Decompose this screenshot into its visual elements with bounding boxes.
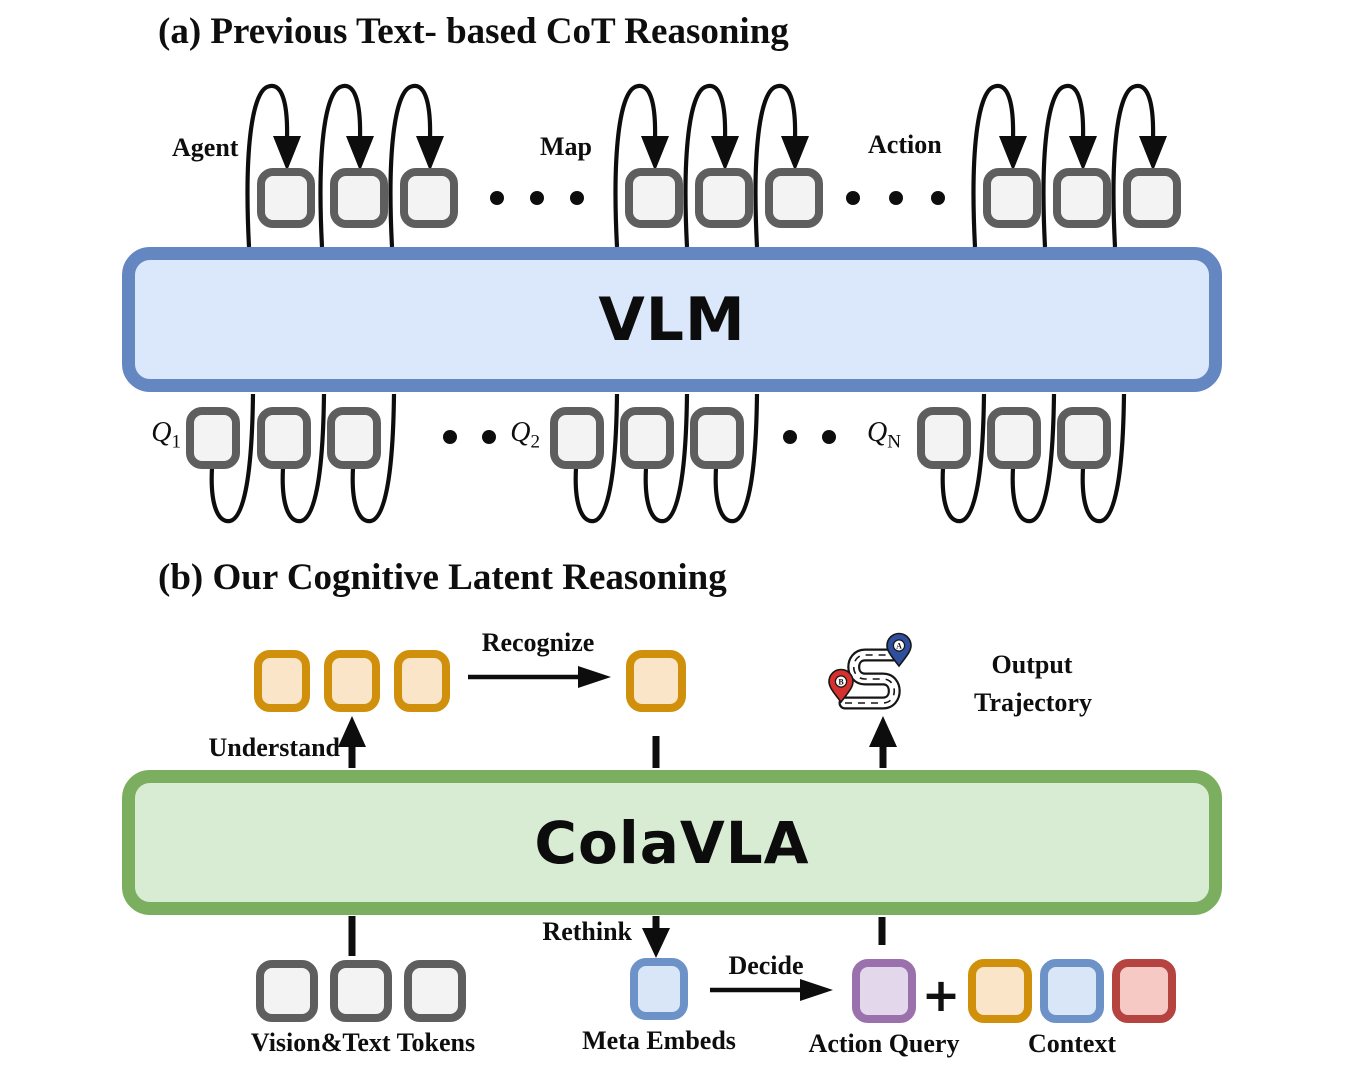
understand-arrow [338,716,366,768]
token-box [257,168,315,228]
meta-embeds-box [630,958,688,1020]
token-box [620,407,674,469]
token-box [330,168,388,228]
recognize-label: Recognize [481,628,595,657]
trajectory-route-icon: A B [828,632,912,710]
colavla-box: ColaVLA [122,770,1222,915]
token-box [987,407,1041,469]
latent-token-box [394,650,450,712]
token-box [186,407,240,469]
vision-text-token-box [404,960,466,1022]
rethink-arrow [642,916,670,958]
token-box [257,407,311,469]
panel-b-title: (b) Our Cognitive Latent Reasoning [158,557,727,598]
recognized-latent-box [626,650,686,712]
output-label-line2: Trajectory [974,688,1092,717]
latent-token-box [324,650,380,712]
group-label-agent: Agent [172,133,239,162]
token-box [690,407,744,469]
pin-a-letter: A [896,642,902,651]
action-query-box [852,959,916,1023]
token-box [765,168,823,228]
query-label-qn: QN [867,417,901,453]
token-box [917,407,971,469]
token-box [400,168,458,228]
pin-b-letter: B [838,678,844,687]
action-query-label: Action Query [808,1029,960,1058]
token-box [327,407,381,469]
vlm-box: VLM [122,247,1222,392]
understand-label: Understand [208,733,340,762]
context-token-red [1112,959,1176,1023]
group-label-map: Map [540,132,592,161]
token-box [1053,168,1111,228]
vision-text-token-box [330,960,392,1022]
latent-token-box [254,650,310,712]
pin-a-icon: A [886,632,912,668]
token-box [625,168,683,228]
token-box [695,168,753,228]
group-label-action: Action [868,130,942,159]
output-arrow [869,716,897,768]
query-label-q1: Q1 [151,417,181,453]
query-label-q2: Q2 [510,417,540,453]
decide-label: Decide [728,951,804,980]
recognize-arrow [468,666,611,688]
vision-text-tokens-label: Vision&Text Tokens [250,1028,476,1057]
context-token-orange [968,959,1032,1023]
context-token-blue [1040,959,1104,1023]
colavla-label: ColaVLA [534,808,810,877]
decide-arrow [710,979,833,1001]
rethink-label: Rethink [542,917,632,946]
meta-embeds-label: Meta Embeds [582,1026,736,1055]
context-label: Context [1027,1029,1117,1058]
vision-text-token-box [256,960,318,1022]
output-label-line1: Output [991,650,1073,679]
token-box [550,407,604,469]
pin-b-icon: B [828,668,854,704]
token-box [1123,168,1181,228]
token-box [983,168,1041,228]
vlm-label: VLM [598,284,746,355]
panel-a-title: (a) Previous Text- based CoT Reasoning [158,11,789,52]
plus-sign: + [921,968,961,1022]
token-box [1057,407,1111,469]
ellipsis-dots [443,191,945,444]
